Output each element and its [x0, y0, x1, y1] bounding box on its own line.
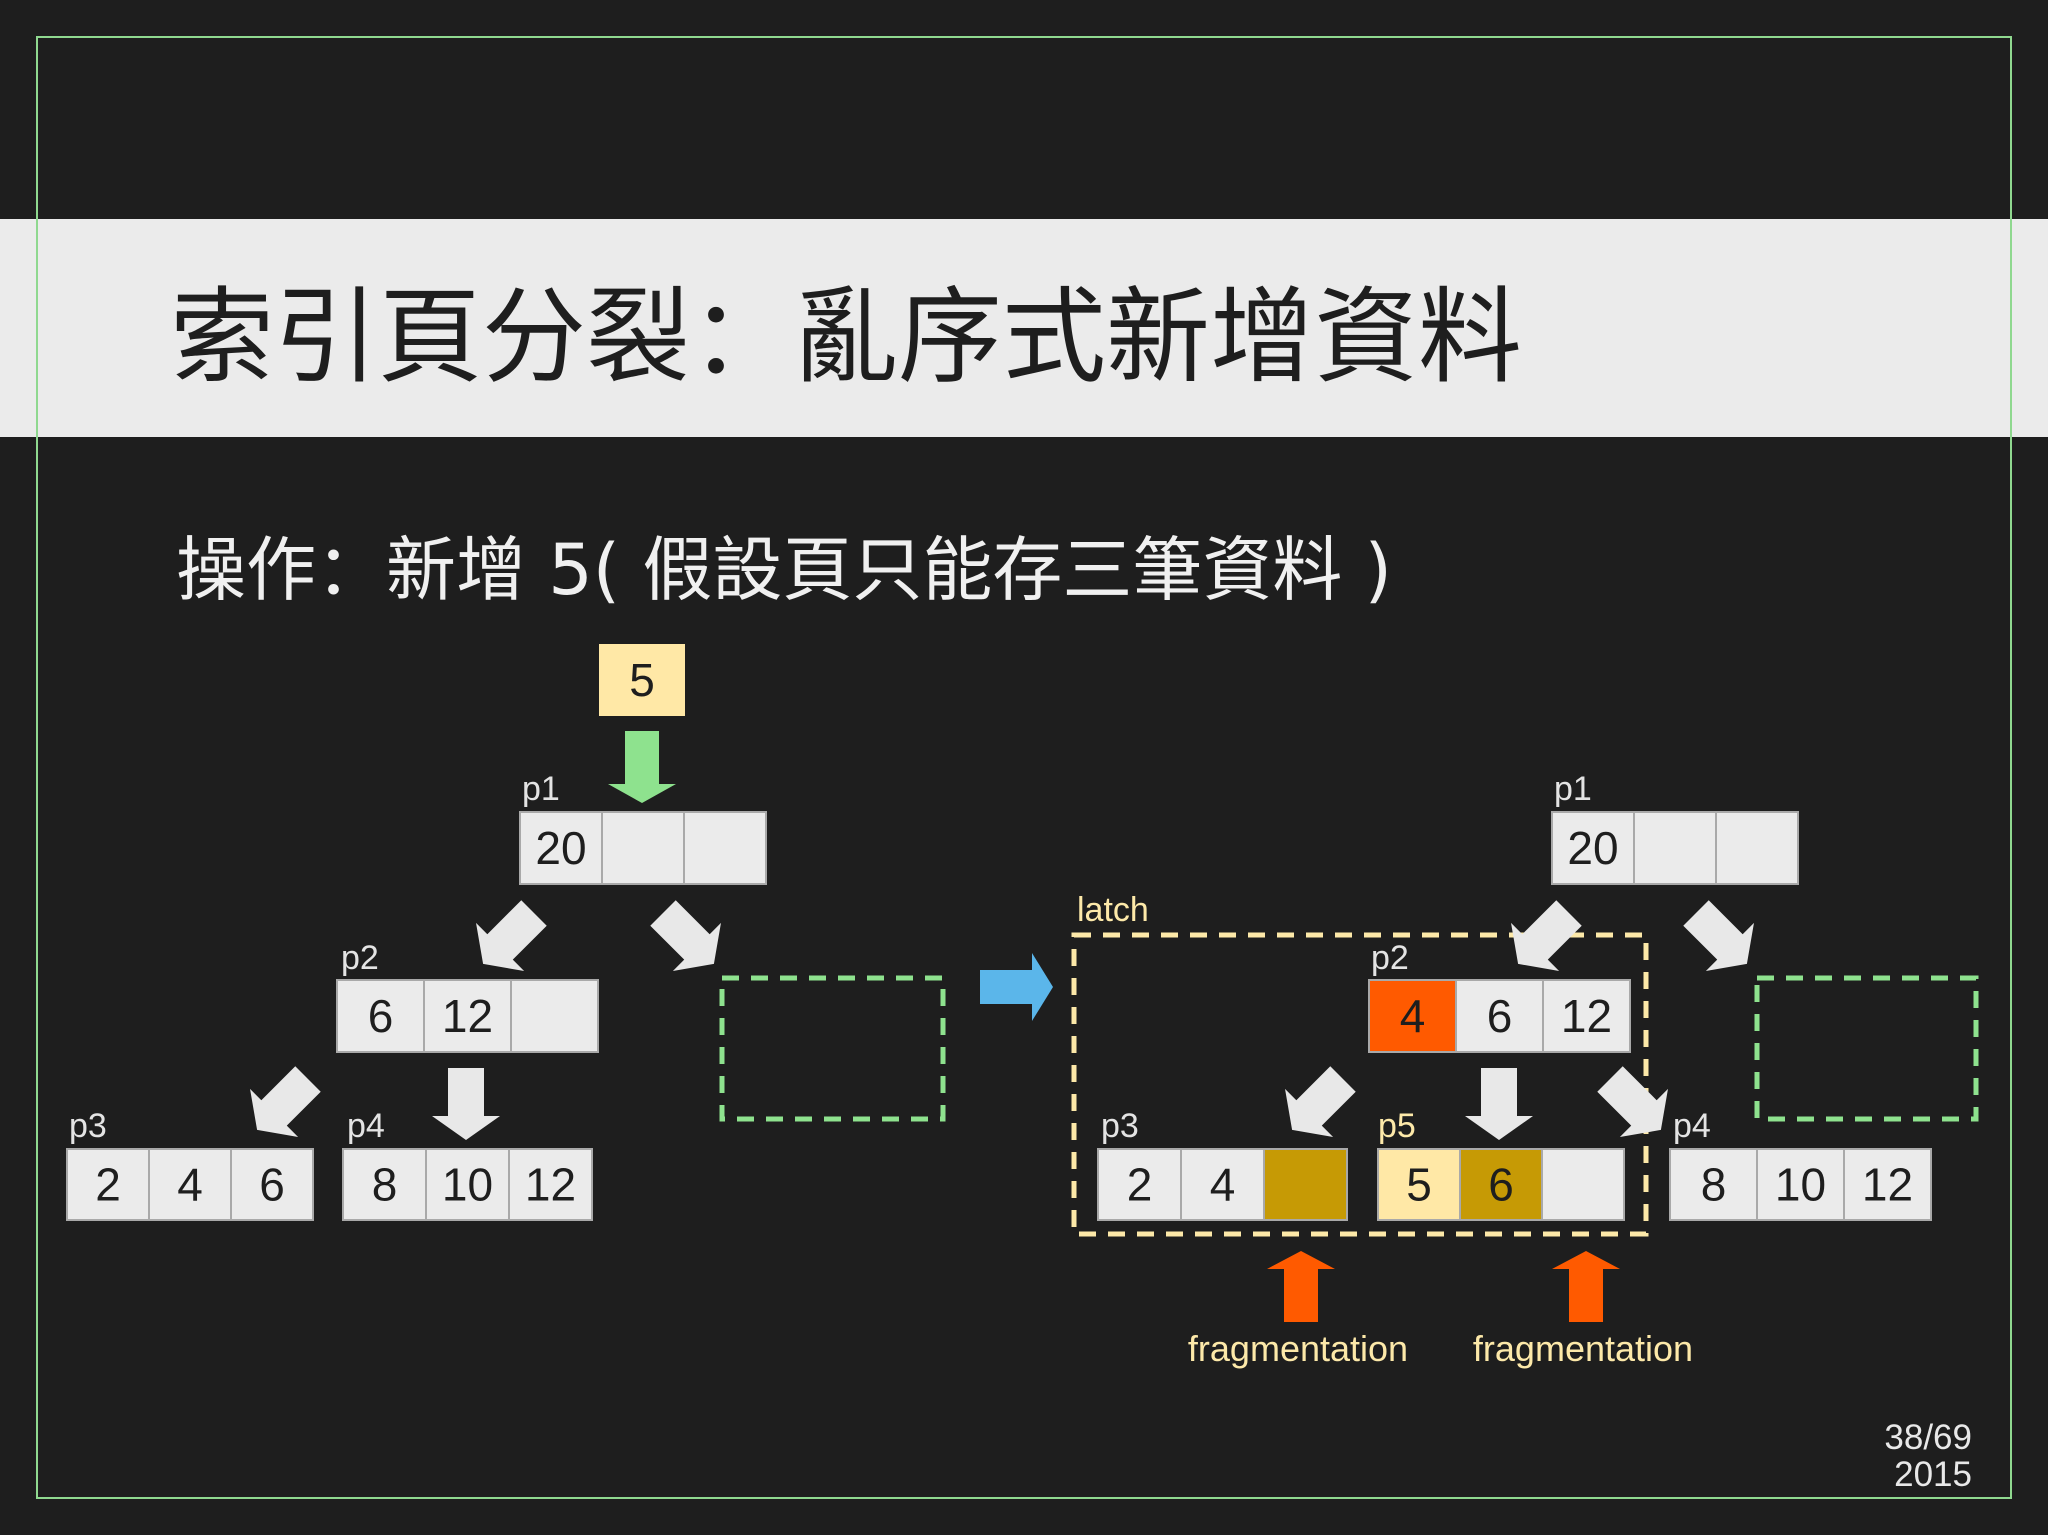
- slide-footer: 38/69 2015: [1884, 1419, 1972, 1493]
- node-cell: [1843, 1148, 1932, 1221]
- node-cell-value: 4: [1400, 990, 1426, 1042]
- node-cell: [423, 979, 512, 1053]
- latch-label: latch: [1077, 891, 1149, 929]
- node-cell: [1542, 979, 1631, 1053]
- node-cell-value: 10: [442, 1159, 493, 1211]
- node-cell-value: 4: [1210, 1159, 1236, 1211]
- insert-arrow: [608, 731, 676, 803]
- arrow-p2-to-p4: [432, 1068, 500, 1140]
- node-cell: [1633, 811, 1717, 885]
- before-p1-label: p1: [522, 770, 560, 808]
- insert-key-value: 5: [629, 654, 655, 706]
- before-p4-label: p4: [347, 1107, 385, 1145]
- after-p5-label: p5: [1378, 1107, 1416, 1145]
- insert-key-box: [599, 644, 685, 716]
- node-cell: [519, 811, 603, 885]
- arrow-p2-to-p3: [1285, 1066, 1356, 1137]
- node-cell: [342, 1148, 427, 1221]
- node-cell-value: 12: [525, 1159, 576, 1211]
- node-cell: [683, 811, 767, 885]
- node-cell-value: 2: [1127, 1159, 1153, 1211]
- node-cell: [510, 979, 599, 1053]
- node-cell: [148, 1148, 232, 1221]
- fragmentation-label-p3: fragmentation: [1188, 1328, 1408, 1369]
- before-p1-node: 20: [519, 811, 767, 885]
- node-cell: [230, 1148, 314, 1221]
- node-cell-value: 20: [535, 822, 586, 874]
- node-cell-value: 8: [1701, 1159, 1727, 1211]
- after-tree: latch p1 20 p2 4 6 12: [1071, 770, 1979, 1369]
- after-p4-node: 8 10 12: [1669, 1148, 1932, 1221]
- node-cell-value: 6: [1487, 990, 1513, 1042]
- node-cell-value: 6: [1488, 1159, 1514, 1211]
- arrow-p1-to-p2: [476, 900, 547, 971]
- before-p3-node: 2 4 6: [66, 1148, 314, 1221]
- before-tree: 5 p1 20 p2 6 12: [66, 644, 946, 1221]
- node-cell: [1551, 811, 1635, 885]
- node-cell: [66, 1148, 150, 1221]
- before-new-page-placeholder: [719, 975, 946, 1122]
- node-cell-value: 6: [368, 990, 394, 1042]
- slide-title: 索引頁分裂：亂序式新增資料: [170, 276, 1523, 398]
- after-p2-label: p2: [1371, 939, 1409, 977]
- slide-subtitle: 操作：新增 5( 假設頁只能存三筆資料 ): [176, 529, 1392, 611]
- node-cell-value: 6: [259, 1159, 285, 1211]
- node-cell: [336, 979, 425, 1053]
- arrow-p1-to-new-page: [650, 900, 721, 971]
- node-cell: [1715, 811, 1799, 885]
- after-p2-node: 4 6 12: [1368, 979, 1631, 1053]
- node-cell: [508, 1148, 593, 1221]
- arrow-p1-to-p2: [1511, 900, 1582, 971]
- node-cell-value: 2: [95, 1159, 121, 1211]
- node-cell: [1180, 1148, 1265, 1221]
- node-cell: [1097, 1148, 1182, 1221]
- after-p3-node: 2 4: [1097, 1148, 1348, 1221]
- node-cell-value: 12: [1862, 1159, 1913, 1211]
- after-p1-node: 20: [1551, 811, 1799, 885]
- node-cell: [601, 811, 685, 885]
- fragmentation-label-p5: fragmentation: [1473, 1328, 1693, 1369]
- after-p5-node: 5 6: [1377, 1148, 1625, 1221]
- after-p3-label: p3: [1101, 1107, 1139, 1145]
- node-cell-value: 4: [177, 1159, 203, 1211]
- node-cell-value: 5: [1406, 1159, 1432, 1211]
- node-cell-value: 8: [372, 1159, 398, 1211]
- node-cell-value: 12: [1561, 990, 1612, 1042]
- node-cell-value: 12: [442, 990, 493, 1042]
- node-cell: [1541, 1148, 1625, 1221]
- before-p2-node: 6 12: [336, 979, 599, 1053]
- fragmentation-arrow-p3: [1267, 1251, 1335, 1322]
- fragmentation-arrow-p5: [1552, 1251, 1620, 1322]
- arrow-p2-to-p3: [250, 1066, 321, 1137]
- node-cell-highlighted: [1368, 979, 1457, 1053]
- page-number: 38/69: [1884, 1418, 1972, 1457]
- arrow-p1-to-new-page: [1683, 900, 1754, 971]
- after-new-page-placeholder: [1754, 975, 1979, 1122]
- node-cell-highlighted: [1459, 1148, 1543, 1221]
- slide-year: 2015: [1894, 1455, 1972, 1494]
- before-p2-label: p2: [341, 939, 379, 977]
- before-p4-node: 8 10 12: [342, 1148, 593, 1221]
- arrow-p2-to-p5: [1465, 1068, 1533, 1140]
- node-cell: [1669, 1148, 1758, 1221]
- after-p4-label: p4: [1673, 1107, 1711, 1145]
- before-p3-label: p3: [69, 1107, 107, 1145]
- after-p1-label: p1: [1554, 770, 1592, 808]
- title-band: 索引頁分裂：亂序式新增資料: [0, 219, 2048, 437]
- node-cell-value: 20: [1567, 822, 1618, 874]
- node-cell-value: 10: [1775, 1159, 1826, 1211]
- node-cell-highlighted: [1377, 1148, 1461, 1221]
- arrow-p2-to-p4: [1597, 1066, 1668, 1137]
- node-cell-highlighted: [1263, 1148, 1348, 1221]
- transition-arrow: [980, 953, 1053, 1021]
